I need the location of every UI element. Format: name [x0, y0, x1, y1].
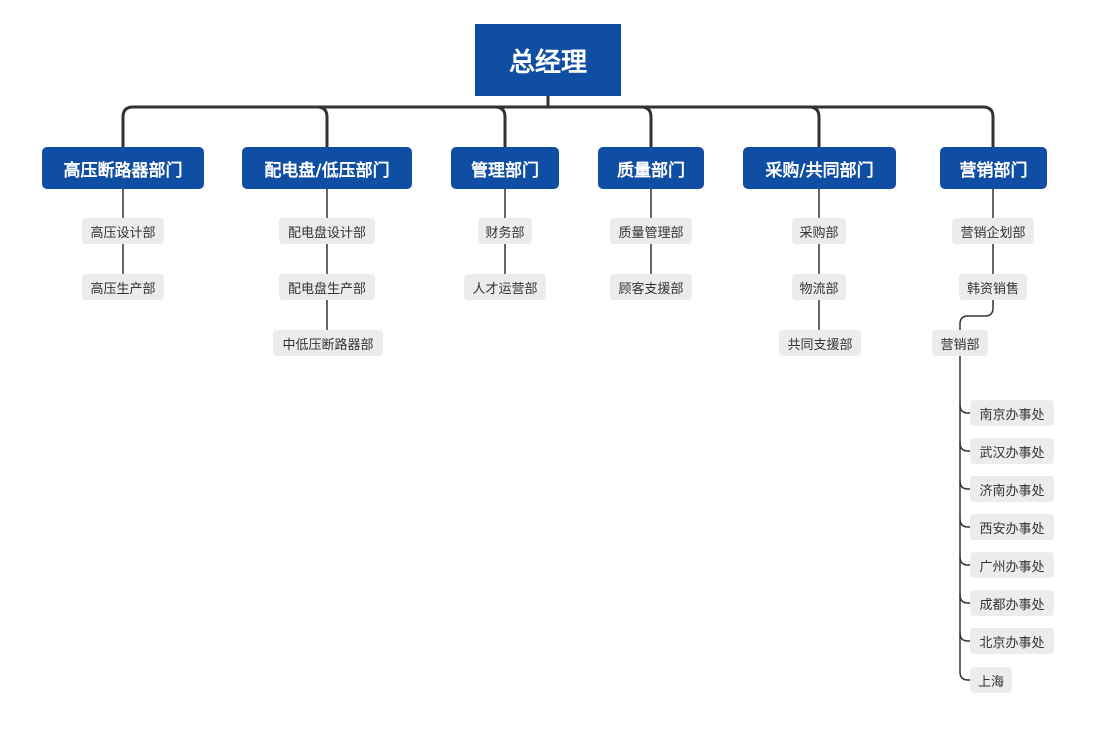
office-node-shanghai[interactable]: 上海 [970, 667, 1012, 693]
sub-node-customer-support[interactable]: 顾客支援部 [610, 274, 692, 300]
bus-drop-2 [493, 105, 507, 149]
office-node-beijing[interactable]: 北京办事处 [970, 628, 1054, 654]
sub-node-quality-management[interactable]: 质量管理部 [610, 218, 692, 244]
root-node-general-manager[interactable]: 总经理 [475, 24, 621, 96]
bus-drop-3 [639, 105, 653, 149]
sub-node-korean-sales[interactable]: 韩资销售 [959, 274, 1027, 300]
dept-node-quality[interactable]: 质量部门 [598, 147, 704, 189]
office-branch-2 [959, 480, 971, 490]
office-node-guangzhou[interactable]: 广州办事处 [970, 552, 1054, 578]
dept-node-switchboard-low-voltage[interactable]: 配电盘/低压部门 [242, 147, 412, 189]
office-node-xian[interactable]: 西安办事处 [970, 514, 1054, 540]
sales-elbow-line [959, 299, 994, 331]
bus-drop-1 [315, 105, 329, 149]
bus-drop-0 [121, 105, 135, 149]
sub-node-hv-design[interactable]: 高压设计部 [82, 218, 164, 244]
office-branch-3 [959, 518, 971, 528]
bus-drop-4 [807, 105, 821, 149]
sub-node-logistics[interactable]: 物流部 [792, 274, 846, 300]
sub-node-mid-low-breaker[interactable]: 中低压断路器部 [273, 330, 383, 356]
dept-node-sales[interactable]: 营销部门 [940, 147, 1047, 189]
office-node-chengdu[interactable]: 成都办事处 [970, 590, 1054, 616]
office-branch-5 [959, 594, 971, 604]
sub-node-sales-planning[interactable]: 营销企划部 [952, 218, 1034, 244]
office-branch-1 [959, 442, 971, 452]
dept-node-high-voltage-breaker[interactable]: 高压断路器部门 [42, 147, 204, 189]
top-bus-line [131, 105, 995, 149]
office-node-jinan[interactable]: 济南办事处 [970, 476, 1054, 502]
sub-node-switchboard-production[interactable]: 配电盘生产部 [279, 274, 375, 300]
office-branch-6 [959, 632, 971, 642]
sub-node-purchasing[interactable]: 采购部 [792, 218, 846, 244]
dept-node-procurement-common[interactable]: 采购/共同部门 [743, 147, 896, 189]
sub-node-finance[interactable]: 财务部 [478, 218, 532, 244]
sub-node-switchboard-design[interactable]: 配电盘设计部 [279, 218, 375, 244]
sub-node-talent-operations[interactable]: 人才运营部 [464, 274, 546, 300]
offices-spine-line [959, 355, 971, 681]
office-node-nanjing[interactable]: 南京办事处 [970, 400, 1054, 426]
sub-node-common-support[interactable]: 共同支援部 [779, 330, 861, 356]
office-branch-4 [959, 556, 971, 566]
sub-node-sales-division[interactable]: 营销部 [932, 330, 988, 356]
office-node-wuhan[interactable]: 武汉办事处 [970, 438, 1054, 464]
sub-node-hv-production[interactable]: 高压生产部 [82, 274, 164, 300]
dept-node-management[interactable]: 管理部门 [451, 147, 559, 189]
office-branch-0 [959, 404, 971, 414]
